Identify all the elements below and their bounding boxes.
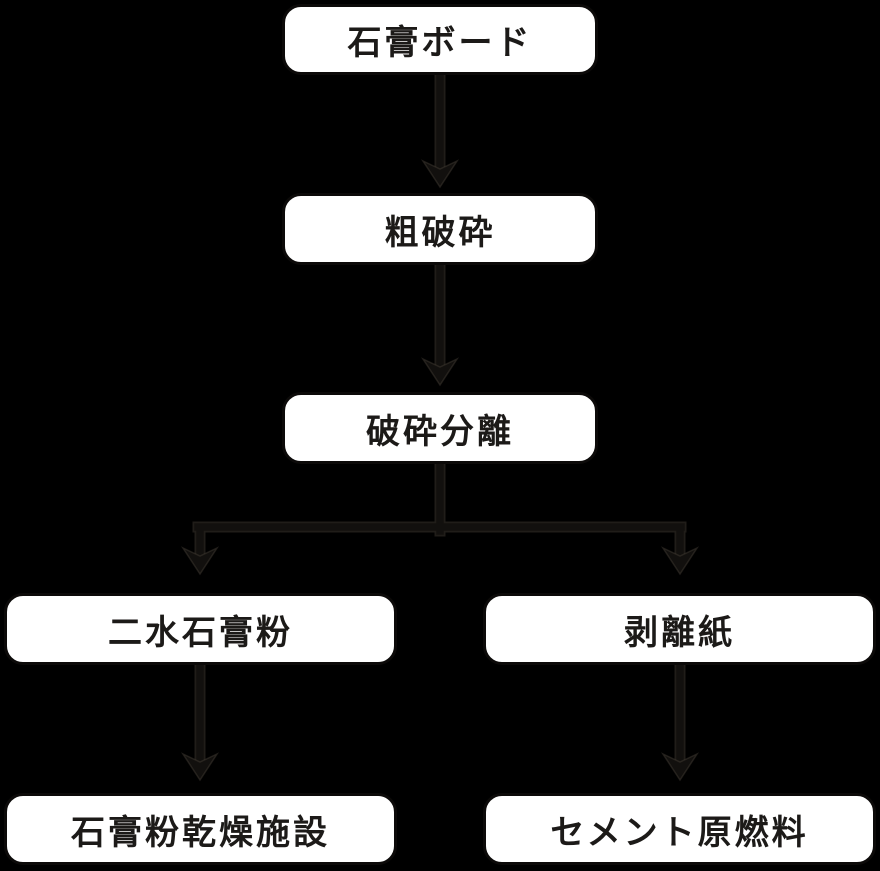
arrowhead-icon [420,357,460,387]
arrow-gypsum-board-to-coarse-crushing [420,69,460,189]
node-dihydrate-gypsum-powder: 二水石膏粉 [4,593,397,665]
node-release-paper: 剥離紙 [483,593,876,665]
node-gypsum-powder-drying-facility: 石膏粉乾燥施設 [4,793,397,865]
arrow-dihydrate-gypsum-to-drying-facility [180,659,220,782]
node-crushing-separation: 破砕分離 [282,392,598,464]
arrowhead-icon [660,752,700,782]
node-gypsum-board: 石膏ボード [282,4,598,75]
arrow-branch-crushing-separation [180,458,700,576]
arrowhead-icon [660,546,700,576]
node-cement-raw-fuel: セメント原燃料 [483,793,876,865]
arrow-release-paper-to-cement-raw-fuel [660,659,700,782]
arrowhead-icon [180,752,220,782]
arrow-coarse-crushing-to-crushing-separation [420,259,460,387]
node-coarse-crushing: 粗破砕 [282,193,598,265]
arrowhead-icon [180,546,220,576]
arrowhead-icon [420,159,460,189]
